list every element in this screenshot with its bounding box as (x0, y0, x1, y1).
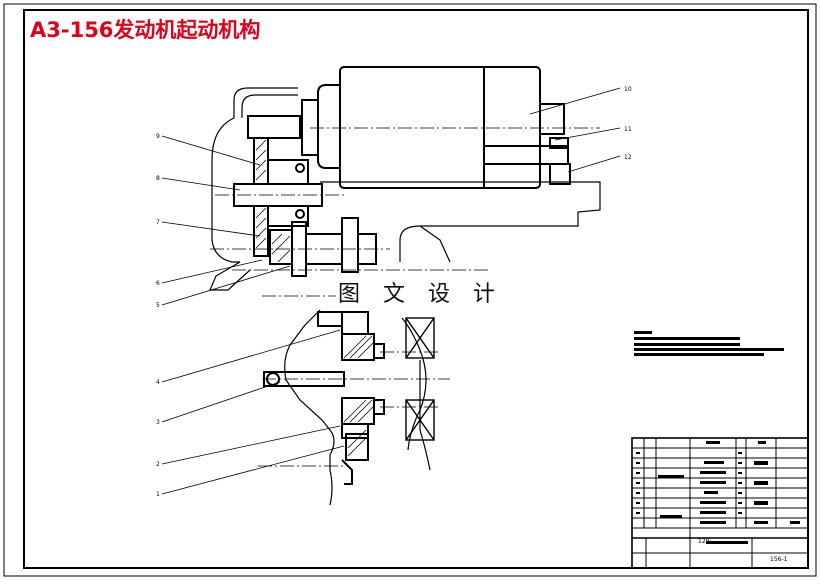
upper-hatching (255, 139, 291, 263)
starter-motor (301, 66, 571, 189)
callout-11: 11 (624, 126, 632, 133)
callout-labels: 10 11 12 9 8 7 6 5 4 3 2 1 (156, 86, 632, 498)
callout-2: 2 (156, 461, 160, 468)
lower-hatching (343, 335, 375, 457)
outer-frame (3, 3, 817, 577)
callout-8: 8 (156, 175, 160, 182)
technical-notes (634, 331, 784, 356)
callout-9: 9 (156, 133, 160, 140)
gear-housing (209, 87, 601, 291)
drawing-number: 156-1 (770, 556, 788, 563)
title-block (631, 437, 809, 569)
callout-5: 5 (156, 302, 160, 309)
callout-7: 7 (156, 219, 160, 226)
callout-6: 6 (156, 280, 160, 287)
leader-lines (161, 87, 621, 495)
lower-housing (284, 309, 431, 506)
title-block-fills (636, 441, 800, 544)
callout-4: 4 (156, 379, 160, 386)
drive-shaft-and-gears (233, 115, 377, 277)
upper-centre-lines (210, 127, 600, 271)
inner-frame (23, 9, 809, 569)
callout-1: 1 (156, 491, 160, 498)
part-code: 129 (698, 538, 710, 545)
callout-12: 12 (624, 154, 632, 161)
watermark-text: 图 文 设 计 (338, 282, 503, 307)
callout-10: 10 (624, 86, 632, 93)
lower-centre-lines (258, 295, 450, 467)
lower-gear-set (263, 311, 385, 485)
callout-3: 3 (156, 419, 160, 426)
drawing-title: A3-156发动机起动机构 (30, 18, 261, 42)
